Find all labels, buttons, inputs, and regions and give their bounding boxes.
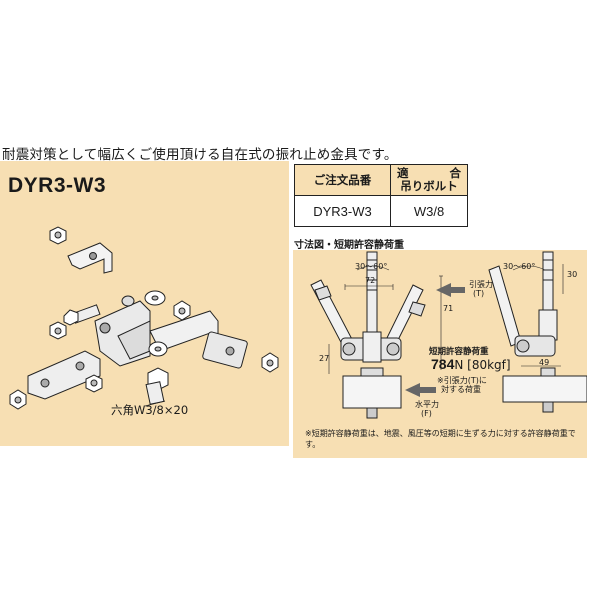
dimension-diagram: 30〜60° 30〜60° 72 71 27 30 49 引張力 (T) 水平力… bbox=[293, 250, 587, 458]
tension-symbol: (T) bbox=[473, 289, 485, 298]
table-row: DYR3-W3 W3/8 bbox=[294, 195, 468, 227]
col-header-bolt-a: 適 bbox=[397, 166, 409, 180]
col-header-bolt-b: 合 bbox=[449, 166, 462, 180]
dim-30-label: 30 bbox=[567, 270, 578, 279]
load-note-2: 対する荷重 bbox=[441, 385, 481, 394]
bracket-left bbox=[27, 350, 101, 400]
horizontal-label: 水平力 bbox=[415, 400, 439, 409]
angle-right-label: 30〜60° bbox=[503, 262, 536, 271]
headline: 耐震対策として幅広くご使用頂ける自在式の振れ止め金具です。 bbox=[2, 147, 398, 163]
product-code: DYR3-W3 bbox=[8, 174, 107, 197]
dim-72-label: 72 bbox=[365, 276, 376, 285]
load-value: 784 bbox=[431, 356, 455, 372]
load-unit: N [80kgf] bbox=[454, 358, 511, 372]
col-header-code: ご注文品番 bbox=[294, 164, 391, 196]
product-panel: DYR3-W3 六角W3/8×20 bbox=[0, 161, 289, 446]
col-header-bolt-line2: 吊りボルト bbox=[400, 179, 458, 193]
load-value-line: 784N [80kgf] bbox=[431, 357, 511, 372]
footnote: ※短期許容静荷重は、地震、風圧等の短期に生ずる力に対する許容静荷重です。 bbox=[305, 429, 576, 449]
cell-bolt: W3/8 bbox=[390, 195, 468, 227]
dimension-drawing bbox=[310, 251, 587, 419]
parts-illustration bbox=[9, 226, 279, 410]
load-title: 短期許容静荷重 bbox=[429, 347, 489, 357]
spec-table-header: ご注文品番 適 合 吊りボルト bbox=[294, 164, 468, 196]
col-header-bolt: 適 合 吊りボルト bbox=[390, 164, 468, 196]
angle-left-label: 30〜60° bbox=[355, 262, 388, 271]
horizontal-symbol: (F) bbox=[421, 409, 432, 418]
dim-71-label: 71 bbox=[443, 304, 454, 313]
bolt-label: 六角W3/8×20 bbox=[111, 403, 189, 417]
dim-27-label: 27 bbox=[319, 354, 330, 363]
dim-49-label: 49 bbox=[539, 358, 550, 367]
load-note-1: ※引張力(T)に bbox=[437, 376, 487, 385]
cell-code: DYR3-W3 bbox=[294, 195, 391, 227]
spec-table: ご注文品番 適 合 吊りボルト DYR3-W3 W3/8 bbox=[294, 164, 468, 227]
tension-label: 引張力 bbox=[469, 280, 493, 289]
dimension-caption: 寸法図・短期許容静荷重 bbox=[294, 240, 404, 251]
